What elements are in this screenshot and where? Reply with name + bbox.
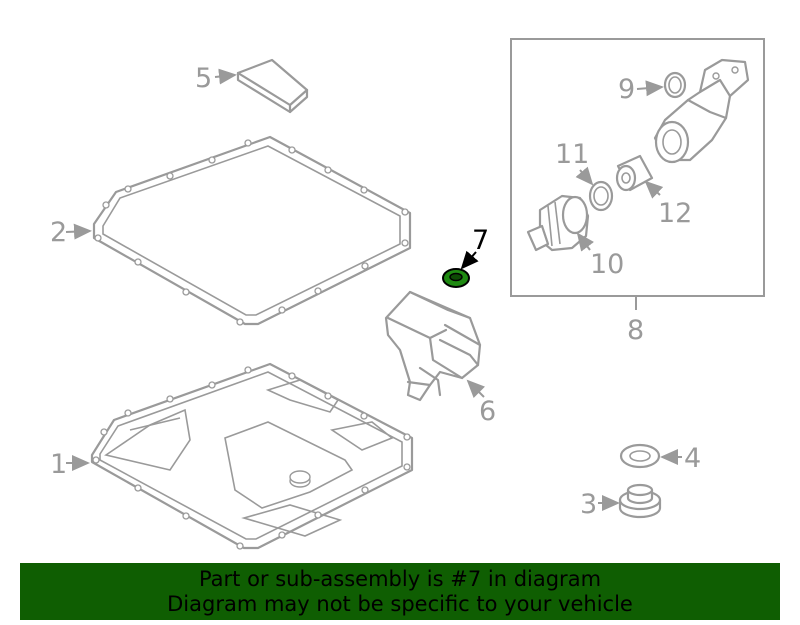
callout-6: 6: [479, 396, 496, 427]
part-8-valve-assembly-box: [510, 38, 765, 310]
part-5-filter-pad: [236, 58, 309, 114]
part-6-filter: [384, 290, 482, 402]
part-3-plug: [618, 483, 662, 519]
callout-7: 7: [472, 225, 489, 256]
callout-8: 8: [627, 315, 644, 346]
parts-diagram: 1 2 3 4 5 6 7 8 9 10 11 12: [50, 38, 765, 550]
part-9-o-ring: [663, 71, 687, 99]
banner-line-1: Part or sub-assembly is #7 in diagram: [198, 567, 602, 591]
leader-arrows: [65, 68, 682, 511]
callout-4: 4: [684, 443, 701, 474]
part-7-seal-highlighted: [442, 268, 470, 288]
solenoid-housing: [653, 58, 750, 164]
callout-9: 9: [618, 74, 635, 105]
callout-2: 2: [50, 217, 67, 248]
callout-12: 12: [658, 198, 692, 229]
part-11-o-ring: [588, 180, 614, 212]
callout-3: 3: [580, 489, 597, 520]
callout-1: 1: [50, 449, 67, 480]
part-10-valve: [526, 194, 590, 252]
part-1-oil-pan: [90, 362, 414, 550]
part-4-washer: [619, 443, 661, 469]
callout-5: 5: [195, 63, 212, 94]
callout-11: 11: [555, 139, 589, 170]
callout-10: 10: [590, 249, 624, 280]
part-12-sleeve: [615, 154, 654, 192]
banner-line-2: Diagram may not be specific to your vehi…: [167, 592, 633, 616]
info-banner: Part or sub-assembly is #7 in diagram Di…: [20, 563, 780, 620]
part-2-gasket: [92, 135, 412, 326]
